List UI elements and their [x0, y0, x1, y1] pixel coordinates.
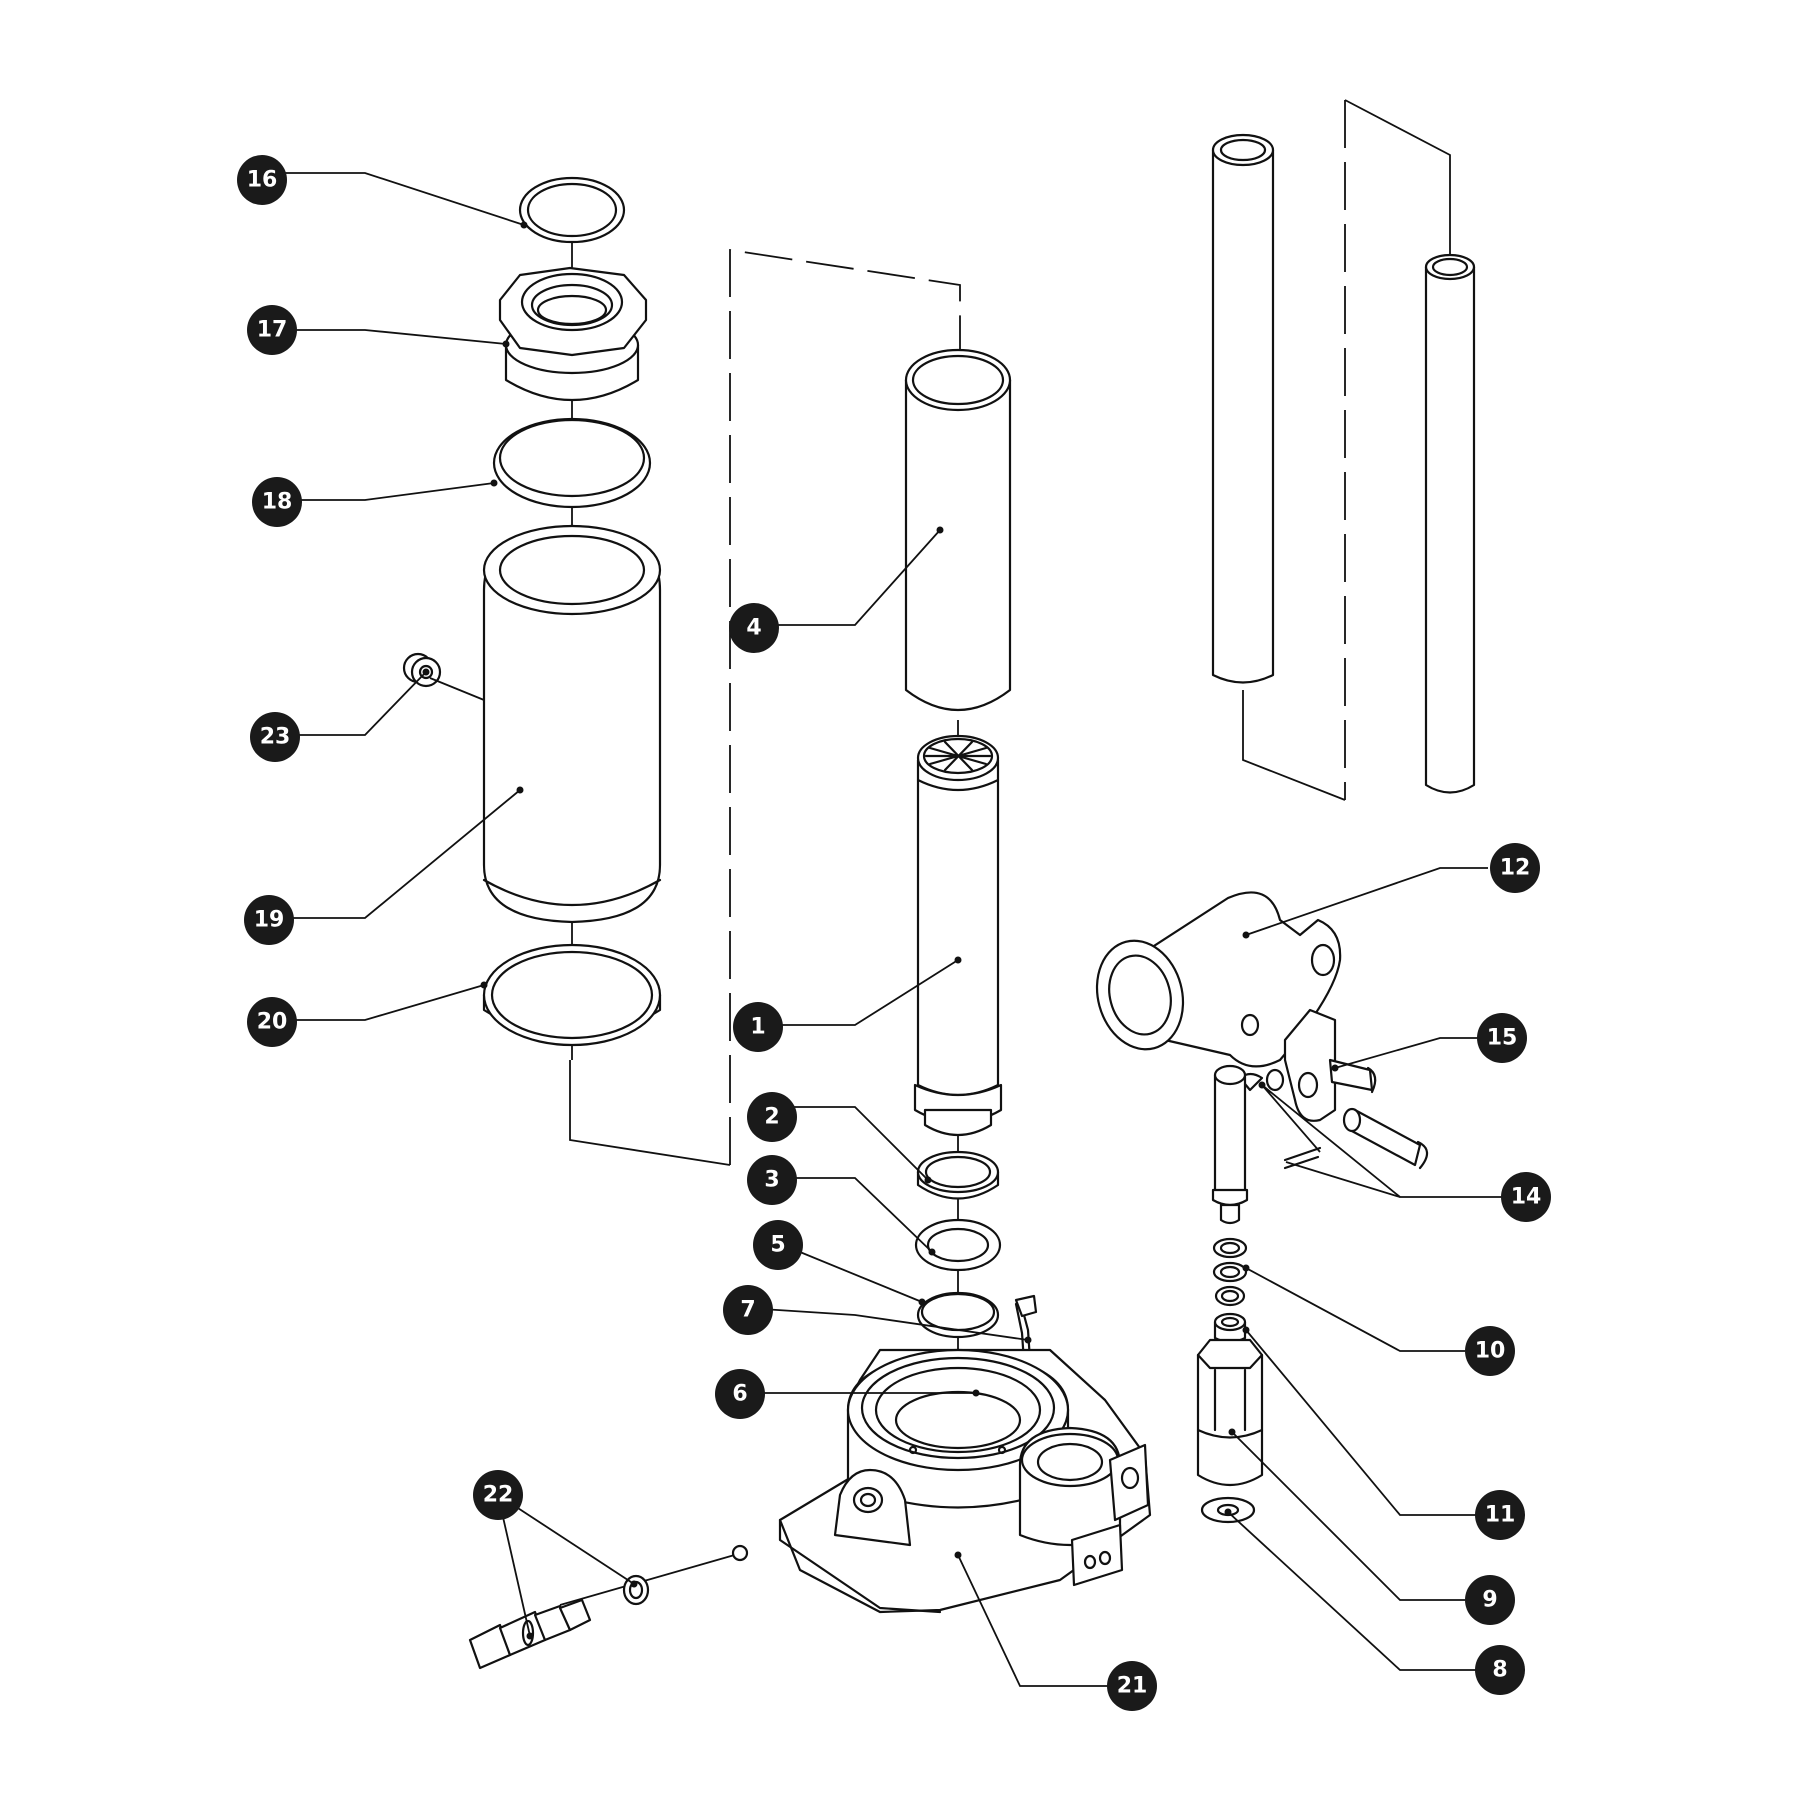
svg-text:14: 14	[1511, 1185, 1542, 1210]
connection-dots	[422, 221, 1339, 1640]
part-2-seal	[916, 1150, 1000, 1200]
callout-10: 10	[1465, 1326, 1515, 1376]
part-17-top-nut	[498, 266, 648, 401]
svg-text:17: 17	[257, 318, 288, 343]
svg-text:1: 1	[750, 1015, 765, 1040]
callout-17: 17	[247, 305, 297, 355]
part-10-pump-seals	[1212, 1237, 1248, 1307]
callout-14: 14	[1501, 1172, 1551, 1222]
part-15-pins	[1328, 1058, 1429, 1170]
leader-lines	[262, 172, 1524, 1687]
callout-2: 2	[747, 1092, 797, 1142]
part-11-fitting	[1213, 1312, 1247, 1344]
part-19-outer-cylinder	[482, 524, 662, 924]
part-3-seal	[914, 1218, 1002, 1272]
svg-text:22: 22	[483, 1483, 514, 1508]
svg-text:20: 20	[257, 1010, 288, 1035]
part-16-o-ring	[518, 176, 626, 244]
svg-text:6: 6	[732, 1382, 747, 1407]
svg-text:2: 2	[764, 1105, 779, 1130]
part-9-pump-cylinder	[1196, 1338, 1264, 1486]
svg-text:23: 23	[260, 725, 291, 750]
callout-23: 23	[250, 712, 300, 762]
callout-8: 8	[1475, 1645, 1525, 1695]
callout-1: 1	[733, 1002, 783, 1052]
part-4-ram-tube	[904, 348, 1012, 712]
svg-text:12: 12	[1500, 856, 1531, 881]
svg-text:16: 16	[247, 168, 278, 193]
callout-9: 9	[1465, 1575, 1515, 1625]
callout-12: 12	[1490, 843, 1540, 893]
svg-text:3: 3	[764, 1168, 779, 1193]
callout-7: 7	[723, 1285, 773, 1335]
part-18-ring	[492, 417, 652, 509]
svg-text:18: 18	[262, 490, 293, 515]
part-12-handle-socket	[1095, 891, 1342, 1122]
part-20-bottom-ring	[482, 943, 662, 1047]
part-22-release-valve	[468, 1544, 749, 1670]
svg-text:19: 19	[254, 908, 285, 933]
callout-6: 6	[715, 1369, 765, 1419]
part-23-plug	[402, 652, 442, 688]
callout-19: 19	[244, 895, 294, 945]
callout-21: 21	[1107, 1661, 1157, 1711]
svg-text:9: 9	[1482, 1588, 1497, 1613]
svg-text:21: 21	[1117, 1674, 1148, 1699]
svg-text:8: 8	[1492, 1658, 1507, 1683]
svg-text:7: 7	[740, 1298, 755, 1323]
callout-4: 4	[729, 603, 779, 653]
callout-16: 16	[237, 155, 287, 205]
pump-plunger	[1211, 1064, 1249, 1225]
callout-20: 20	[247, 997, 297, 1047]
callout-3: 3	[747, 1155, 797, 1205]
part-1-piston	[913, 734, 1003, 1136]
svg-text:15: 15	[1487, 1026, 1518, 1051]
part-5-ring	[916, 1291, 1000, 1339]
svg-text:11: 11	[1485, 1503, 1516, 1528]
assembly-guide-lines	[569, 99, 1451, 1390]
callout-22: 22	[473, 1470, 523, 1520]
svg-text:10: 10	[1475, 1339, 1506, 1364]
callout-15: 15	[1477, 1013, 1527, 1063]
callout-11: 11	[1475, 1490, 1525, 1540]
svg-text:5: 5	[770, 1233, 785, 1258]
part-21-base	[778, 1348, 1152, 1614]
handle-tube-long	[1211, 133, 1275, 684]
callout-18: 18	[252, 477, 302, 527]
callout-5: 5	[753, 1220, 803, 1270]
svg-text:4: 4	[746, 616, 761, 641]
handle-tube-short	[1424, 253, 1476, 794]
